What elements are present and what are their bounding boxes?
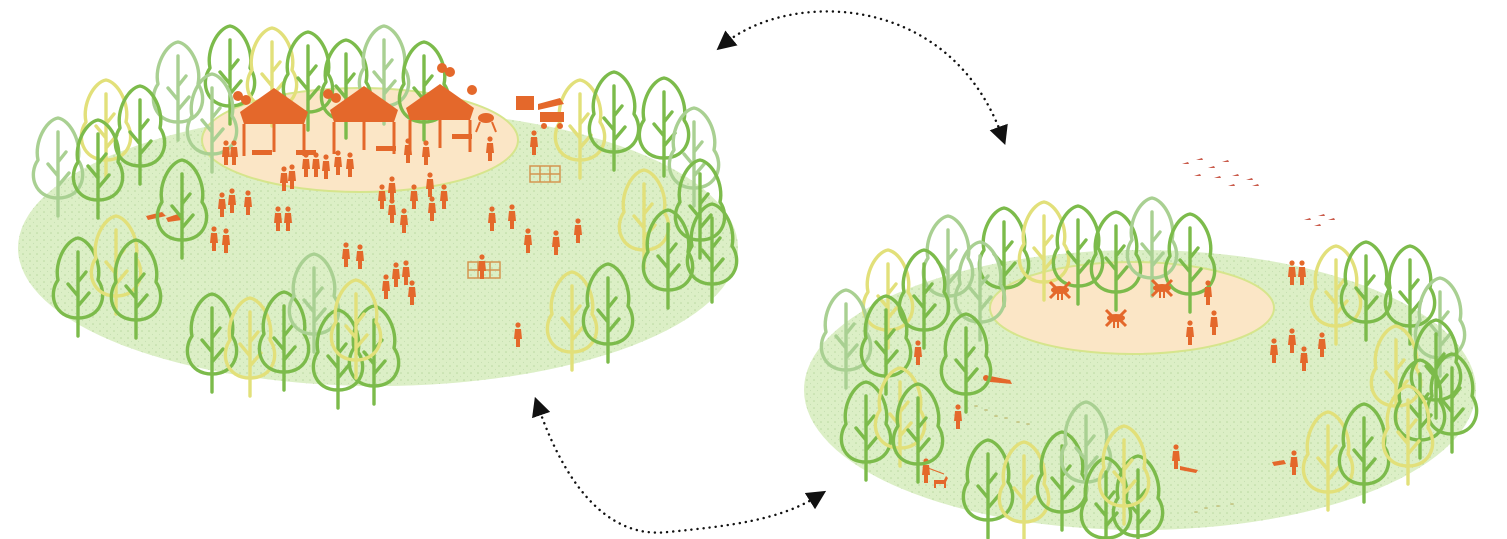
arrow-to-event	[532, 396, 827, 534]
food-cart-icon	[516, 96, 564, 129]
bbq-icon	[475, 113, 497, 133]
event-park-scene	[18, 24, 739, 410]
balloon-icon	[233, 63, 477, 105]
person-lying-icon	[983, 375, 1286, 473]
person-icon	[146, 130, 582, 347]
everyday-park-plaza	[989, 261, 1275, 355]
arrow-to-everyday	[716, 10, 1008, 146]
everyday-park-scene	[804, 158, 1479, 539]
bird-flock-icon	[1182, 158, 1335, 226]
dog-walker-icon	[922, 458, 948, 488]
footprints-icon	[974, 405, 1234, 513]
